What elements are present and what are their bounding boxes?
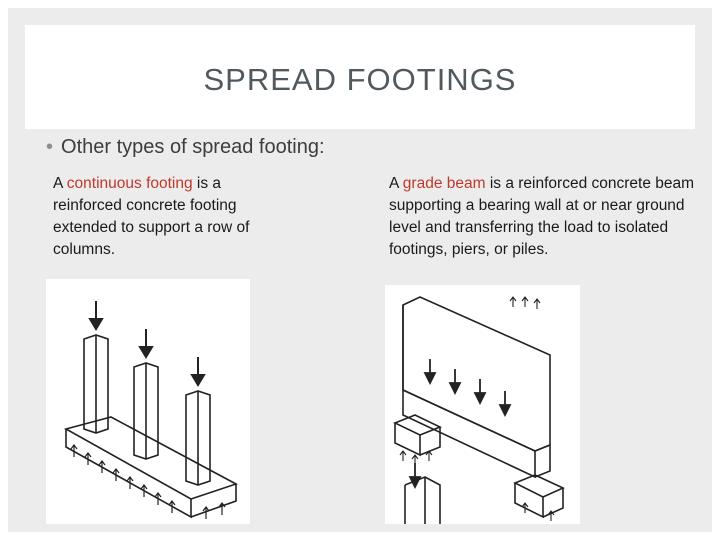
left-suffix: is a reinforced concrete footing extende… <box>53 175 250 258</box>
grade-beam-illustration <box>385 285 580 524</box>
grade-beam-drawing <box>393 296 565 524</box>
continuous-footing-illustration <box>46 279 250 524</box>
grade-beam-term: grade beam <box>402 175 486 192</box>
bullet-item: • Other types of spread footing: <box>46 136 325 159</box>
slide: SPREAD FOOTINGS • Other types of spread f… <box>8 8 712 532</box>
continuous-footing-description: A continuous footing is a reinforced con… <box>53 173 283 261</box>
left-prefix: A <box>53 175 67 192</box>
bullet-dot: • <box>46 136 54 158</box>
bullet-text: Other types of spread footing: <box>61 136 325 158</box>
continuous-footing-drawing <box>63 301 239 519</box>
slide-title: SPREAD FOOTINGS <box>203 62 517 97</box>
right-prefix: A <box>389 175 403 192</box>
continuous-footing-term: continuous footing <box>66 175 193 192</box>
grade-beam-description: A grade beam is a reinforced concrete be… <box>389 173 699 261</box>
right-suffix: is a reinforced concrete beam supporting… <box>389 175 695 258</box>
title-box: SPREAD FOOTINGS <box>25 25 695 129</box>
